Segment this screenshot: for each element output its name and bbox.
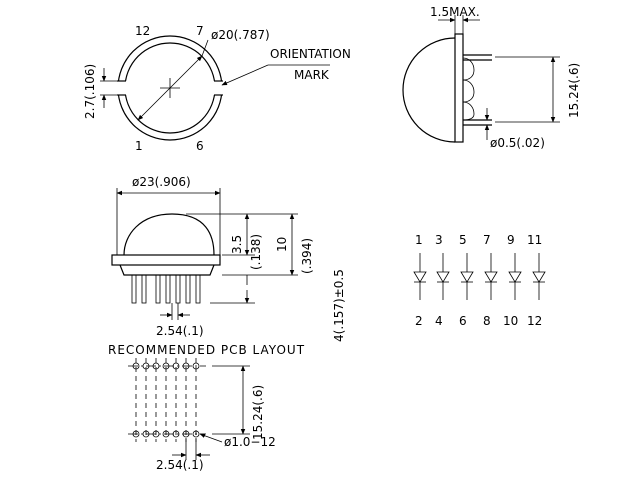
pcb-hole [172,430,180,438]
diameter-label: ø20(.787) [211,28,270,42]
pcb-hole [182,430,190,438]
pin-label-6: 6 [196,139,204,153]
pitch-span-label: 15.24(.6) [567,63,581,118]
gap-label: 2.7(.106) [83,64,97,119]
pin-dia-label: ø0.5(.02) [490,136,545,150]
pin-top-11: 11 [527,233,542,247]
pcb-hole [152,362,160,370]
side-flange [454,33,464,143]
front-base [119,264,215,276]
pin-bottom-10: 10 [503,314,518,328]
pcb-hole [192,430,200,438]
front-pins [131,274,201,304]
diode-symbol [436,253,450,300]
diode-symbol [508,253,522,300]
body-dia-label: ø23(.906) [132,175,191,189]
pcb-hole [132,430,140,438]
flange-label: 1.5MAX. [430,5,480,19]
pin-top-5: 5 [459,233,467,247]
pin-top-1: 1 [415,233,423,247]
orientation-label: ORIENTATION [270,47,351,61]
dome-mm-label: 3.5 [230,235,244,254]
pcb-span-label: 15.24(.6) [251,385,265,440]
top-view: 12 7 ø20(.787) ORIENTATION MARK 1 6 2.7(… [83,24,351,153]
pcb-hole-grid [128,358,206,442]
pcb-hole [192,362,200,370]
pcb-hole [142,430,150,438]
pcb-title: RECOMMENDED PCB LAYOUT [108,343,305,357]
front-view: ø23(.906) 3.5 (.138) 10 (.394) 4(.157)±0… [111,175,346,342]
side-dome [402,37,456,143]
pcb-hole-label: ø1.0−12 [224,435,276,449]
pcb-hole [182,362,190,370]
pin-bottom-2: 2 [415,314,423,328]
pin-label-12: 12 [135,24,150,38]
pin-bottom-8: 8 [483,314,491,328]
side-view: 1.5MAX. 15.24(.6) ø0.5(.02) [402,5,581,150]
pin-bottom-12: 12 [527,314,542,328]
pin-bottom-4: 4 [435,314,443,328]
diode-symbol [460,253,474,300]
pcb-hole [142,362,150,370]
pin-top-3: 3 [435,233,443,247]
front-dome [123,213,215,256]
pin-label-7: 7 [196,24,204,38]
pcb-hole [132,362,140,370]
diode-symbol [532,253,546,300]
lead-label: 4(.157)±0.5 [332,269,346,342]
height-mm-label: 10 [275,237,289,252]
pitch-label: 2.54(.1) [156,324,204,338]
mark-label: MARK [294,68,330,82]
pcb-hole [152,430,160,438]
pin-bottom-6: 6 [459,314,467,328]
diode-symbol [484,253,498,300]
pin-top-7: 7 [483,233,491,247]
pcb-hole [162,430,170,438]
front-flange [111,254,221,266]
dome-in-label: (.138) [249,234,263,270]
pcb-pitch-label: 2.54(.1) [156,458,204,472]
height-in-label: (.394) [300,238,314,274]
schematic-diodes [413,253,546,300]
schematic-labels: 1 3 5 7 9 11 2 4 6 8 10 12 [415,233,542,328]
pcb-hole [172,362,180,370]
pcb-hole [162,362,170,370]
pcb-layout: RECOMMENDED PCB LAYOUT 15.24(.6) ø1.0−12… [108,343,305,472]
diode-symbol [413,253,427,300]
pin-label-1: 1 [135,139,143,153]
pin-top-9: 9 [507,233,515,247]
